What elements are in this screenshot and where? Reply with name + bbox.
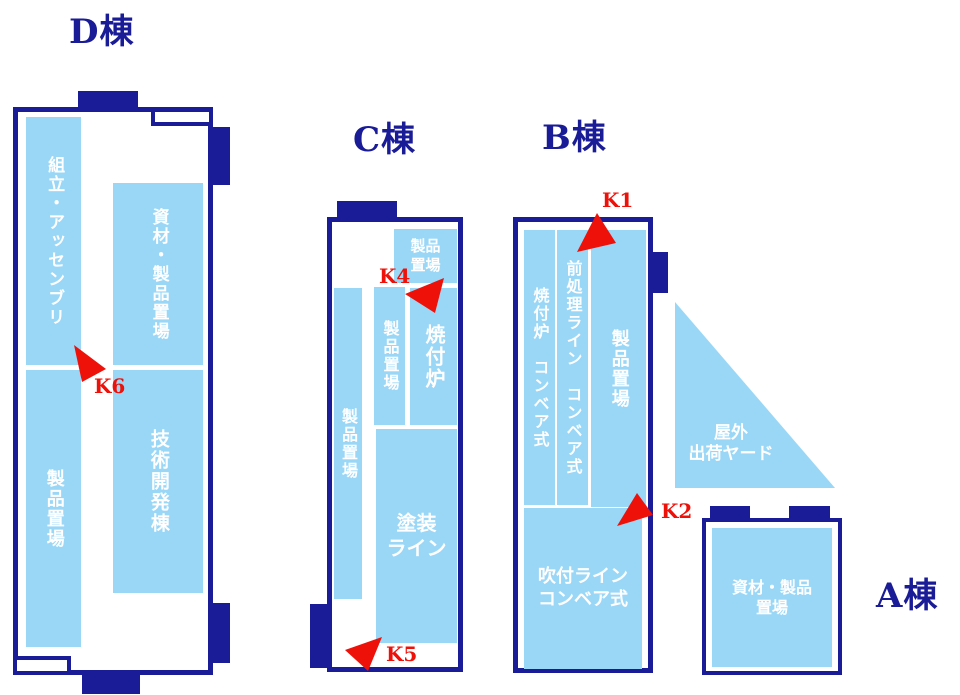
area-c-paint-line: 塗装 ライン <box>376 429 457 643</box>
building-d-notch-top-right <box>151 112 209 126</box>
marker-k1-label: K1 <box>602 188 634 212</box>
outdoor-shipping-yard: 屋外 出荷ヤード <box>675 302 835 488</box>
building-a-bay-left <box>710 506 750 520</box>
marker-k2-label: K2 <box>661 499 693 523</box>
building-d-bay-right-upper <box>211 127 230 185</box>
area-b-product-storage: 製品置場 <box>591 230 646 507</box>
marker-k4-arrow-icon <box>405 278 444 313</box>
building-d-notch-bottom-left <box>17 656 71 671</box>
marker-k1-arrow-icon <box>577 213 616 252</box>
building-d-bay-top <box>78 91 138 109</box>
building-b-label: B棟 <box>542 118 607 158</box>
area-d-assembly: 組立・アッセンブリ <box>26 117 81 365</box>
marker-k6-label: K6 <box>94 374 126 398</box>
building-a-label: A棟 <box>876 576 939 616</box>
area-b-pretreatment-conveyor: 前処理ライン コンベア式 <box>557 230 588 505</box>
marker-k5-arrow-icon <box>345 637 382 671</box>
building-c-label: C棟 <box>353 120 417 160</box>
building-c-bay-left <box>310 604 329 668</box>
marker-k6-arrow-icon <box>74 345 106 382</box>
marker-k5-label: K5 <box>386 642 418 666</box>
area-b-spray-line: 吹付ライン コンベア式 <box>524 508 642 669</box>
area-d-tech-development: 技術開発棟 <box>113 370 203 593</box>
marker-k4-label: K4 <box>379 264 411 288</box>
building-c-bay-top <box>337 201 397 219</box>
building-d-bay-bottom <box>82 673 140 694</box>
outdoor-shipping-yard-label: 屋外 出荷ヤード <box>688 423 774 464</box>
area-d-product-storage: 製品置場 <box>26 370 81 647</box>
area-c-storage-top: 製品 置場 <box>394 229 457 283</box>
building-d-bay-right-lower <box>211 603 230 663</box>
area-c-storage-mid: 製品置場 <box>374 287 405 425</box>
area-a-materials-storage: 資材・製品 置場 <box>712 528 832 667</box>
building-d-label: D棟 <box>69 12 135 52</box>
marker-k2-arrow-icon <box>617 493 653 526</box>
building-a-bay-right <box>789 506 830 520</box>
area-d-materials-storage: 資材・製品置場 <box>113 183 203 365</box>
building-b-bay-right <box>651 252 668 293</box>
area-b-baking-oven-conveyor: 焼付炉 コンベア式 <box>524 230 555 505</box>
area-c-storage-left: 製品置場 <box>334 288 362 599</box>
